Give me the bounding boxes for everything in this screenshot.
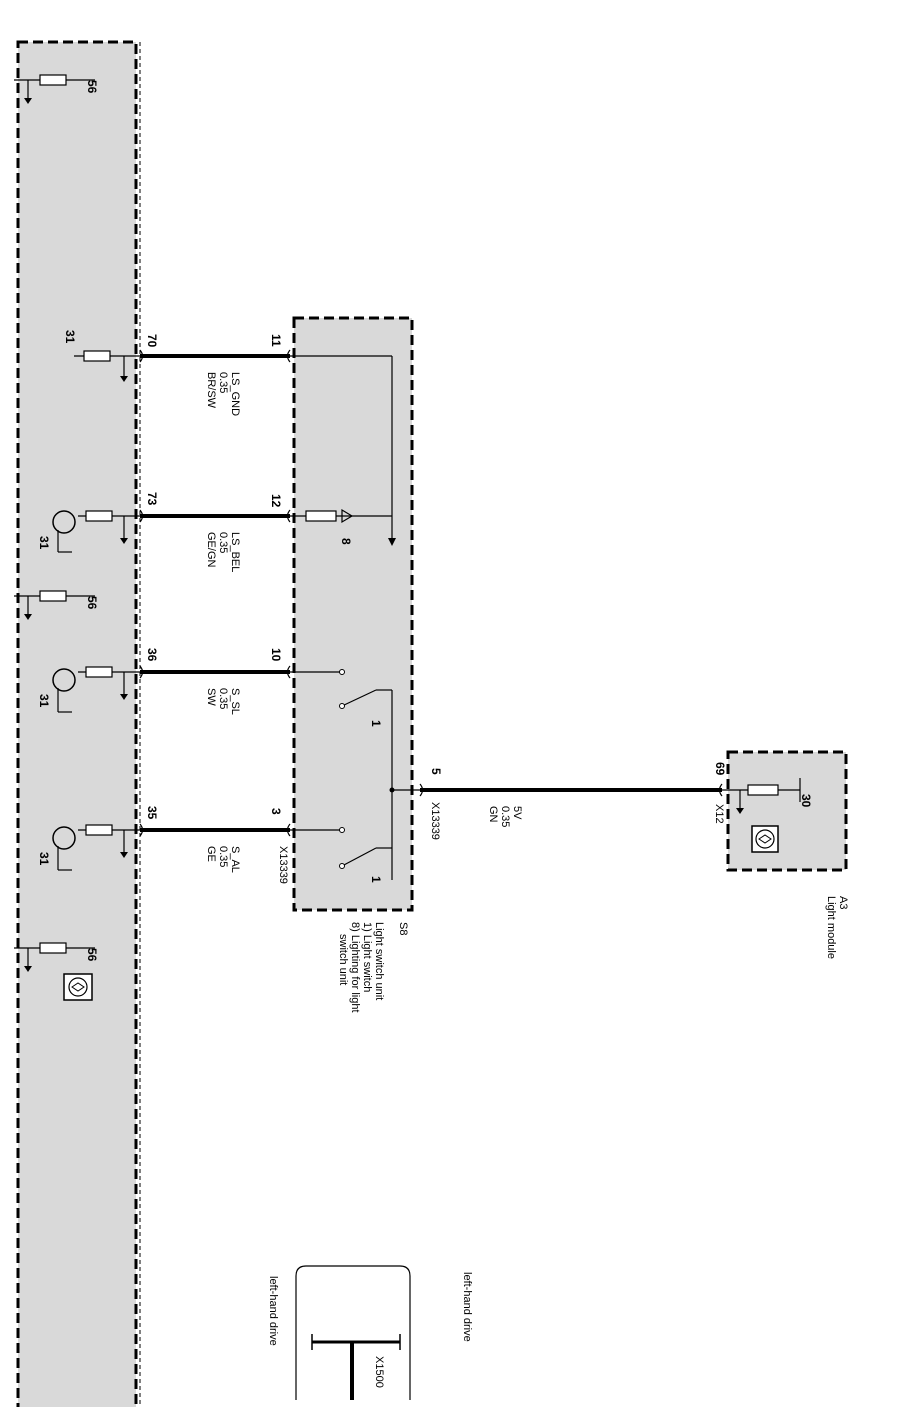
svg-text:S8: S8 — [397, 922, 409, 935]
ground-label-31: 31 — [63, 330, 77, 344]
wire-desc-5v: 5V 0.35 GN — [487, 806, 523, 827]
svg-text:S_SL: S_SL — [229, 688, 241, 715]
transistor-stage-73: 31 — [37, 510, 140, 553]
s8-label-1: 1 — [369, 720, 383, 727]
lamp-resistor-8 — [305, 510, 337, 522]
supply-56-bottom: 56 — [14, 942, 99, 972]
light-module-box — [726, 750, 848, 872]
connector-label-x12: X12 — [713, 804, 725, 824]
ground-label-31: 31 — [37, 694, 51, 708]
svg-text:1) Light switch: 1) Light switch — [361, 922, 373, 992]
svg-text:LS_BEL: LS_BEL — [229, 532, 241, 572]
svg-text:SW: SW — [205, 688, 217, 706]
pin-70-ground: 31 — [63, 330, 140, 382]
s8-label-8: 8 — [339, 538, 353, 545]
light-module-resistor — [747, 784, 779, 796]
light-module-name: Light module — [825, 896, 837, 959]
supply-label-56: 56 — [85, 80, 99, 94]
light-module-id: A3 — [837, 896, 849, 909]
svg-text:0.35: 0.35 — [217, 846, 229, 867]
connector-hooks — [139, 349, 291, 837]
ground-arrow-s8 — [388, 538, 396, 546]
pin-label: 3 — [269, 808, 283, 815]
svg-text:GE/GN: GE/GN — [205, 532, 217, 568]
pin-label-69: 69 — [713, 762, 727, 776]
module-icon-bottom — [63, 973, 93, 1001]
svg-text:GE: GE — [205, 846, 217, 862]
s8-label-1: 1 — [369, 876, 383, 883]
svg-text:LS_GND: LS_GND — [229, 372, 241, 416]
light-switch-unit-box — [292, 316, 414, 912]
svg-text:0.35: 0.35 — [217, 532, 229, 553]
light-module-ground-arrow — [736, 808, 744, 814]
wire-desc-s-sl: S_SL 0.35 SW — [205, 688, 241, 715]
connector-label-x13339-right: X13339 — [429, 802, 441, 840]
pin-label: 70 — [145, 334, 159, 348]
s8-internal-wiring — [290, 355, 420, 880]
connector-label-x13339: X13339 — [277, 846, 289, 884]
svg-text:0.35: 0.35 — [217, 688, 229, 709]
lhd-bracket — [295, 1265, 411, 1400]
lamp-diode-8 — [341, 508, 354, 524]
svg-text:0.35: 0.35 — [217, 372, 229, 393]
svg-text:S_AL: S_AL — [229, 846, 241, 873]
svg-text:0.35: 0.35 — [499, 806, 511, 827]
svg-text:5V: 5V — [511, 806, 523, 820]
ground-label-31: 31 — [37, 536, 51, 550]
pin-label: 12 — [269, 494, 283, 508]
lhd-label-bottom: left-hand drive — [267, 1276, 279, 1346]
s8-description: S8 Light switch unit 1) Light switch 8) … — [337, 922, 409, 1013]
x1500-connector — [311, 1334, 401, 1400]
connector-hook-5 — [419, 783, 424, 797]
svg-text:BR/SW: BR/SW — [205, 372, 217, 409]
svg-text:8) Lighting for light: 8) Lighting for light — [349, 922, 361, 1013]
supply-56-top: 56 — [14, 74, 99, 104]
svg-text:Light switch unit: Light switch unit — [373, 922, 385, 1000]
svg-text:switch unit: switch unit — [337, 934, 349, 985]
svg-text:GN: GN — [487, 806, 499, 823]
supply-label-56: 56 — [85, 596, 99, 610]
light-module-icon — [751, 825, 779, 853]
pin-label: 36 — [145, 648, 159, 662]
transistor-stage-36: 31 — [37, 666, 140, 713]
pin-label-5: 5 — [429, 768, 443, 775]
ground-label-31: 31 — [37, 852, 51, 866]
pin-label: 10 — [269, 648, 283, 662]
pin-label: 35 — [145, 806, 159, 820]
wire-desc-ls-gnd: LS_GND 0.35 BR/SW — [205, 372, 241, 416]
supply-label-56: 56 — [85, 948, 99, 962]
transistor-stage-35: 31 — [37, 824, 140, 871]
supply-label-30: 30 — [799, 794, 813, 808]
pin-label: 73 — [145, 492, 159, 506]
supply-56-mid: 56 — [14, 590, 99, 620]
connector-label-x1500: X1500 — [373, 1356, 385, 1388]
wire-desc-ls-bel: LS_BEL 0.35 GE/GN — [205, 532, 241, 572]
lhd-label-top: left-hand drive — [461, 1272, 473, 1342]
pin-label: 11 — [269, 334, 283, 347]
wire-desc-s-al: S_AL 0.35 GE — [205, 846, 241, 873]
connector-hook-69 — [718, 783, 723, 797]
control-module-box — [16, 40, 138, 1407]
